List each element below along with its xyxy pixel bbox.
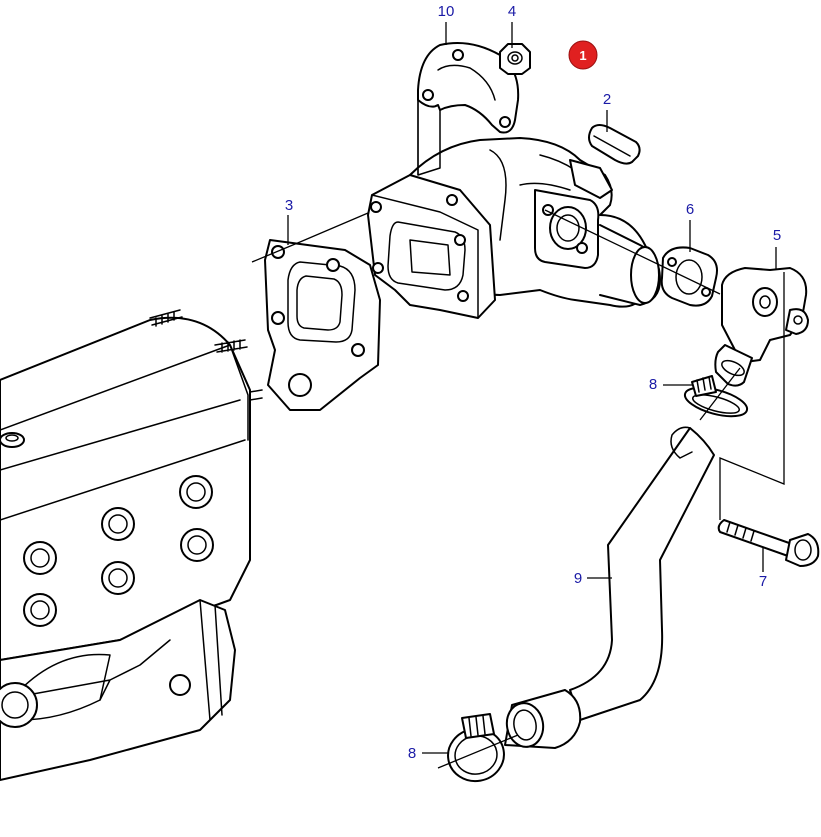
exhaust-manifold [367,137,661,319]
callout-3: 3 [285,197,293,214]
lifting-bracket [417,42,520,176]
callout-9: 9 [574,570,582,587]
callout-10: 10 [438,3,455,20]
callout-labels: 10 4 2 3 6 5 8 9 7 8 [285,3,781,762]
flange-nut [499,43,531,75]
callout-5: 5 [773,227,781,244]
leader-lines [251,22,785,769]
manifold-gasket [264,239,381,411]
badge-circle [568,40,598,70]
outlet-elbow [714,267,809,387]
engine-block [0,309,263,781]
hose-clamp-upper [683,375,749,418]
mounting-bolt [717,519,820,567]
callout-4: 4 [508,3,516,20]
coolant-hose [504,426,715,749]
reference-badge: 1 [568,40,598,70]
hose-clamp-lower [447,713,505,783]
callout-6: 6 [686,201,694,218]
callout-7: 7 [759,573,767,590]
callout-2: 2 [603,91,611,108]
badge-label: 1 [579,48,586,63]
core-plugs [23,475,214,627]
blanking-plug [588,124,641,165]
engine-studs [149,309,263,401]
callout-8-upper: 8 [649,376,657,393]
outlet-gasket [660,246,718,307]
callout-8-lower: 8 [408,745,416,762]
